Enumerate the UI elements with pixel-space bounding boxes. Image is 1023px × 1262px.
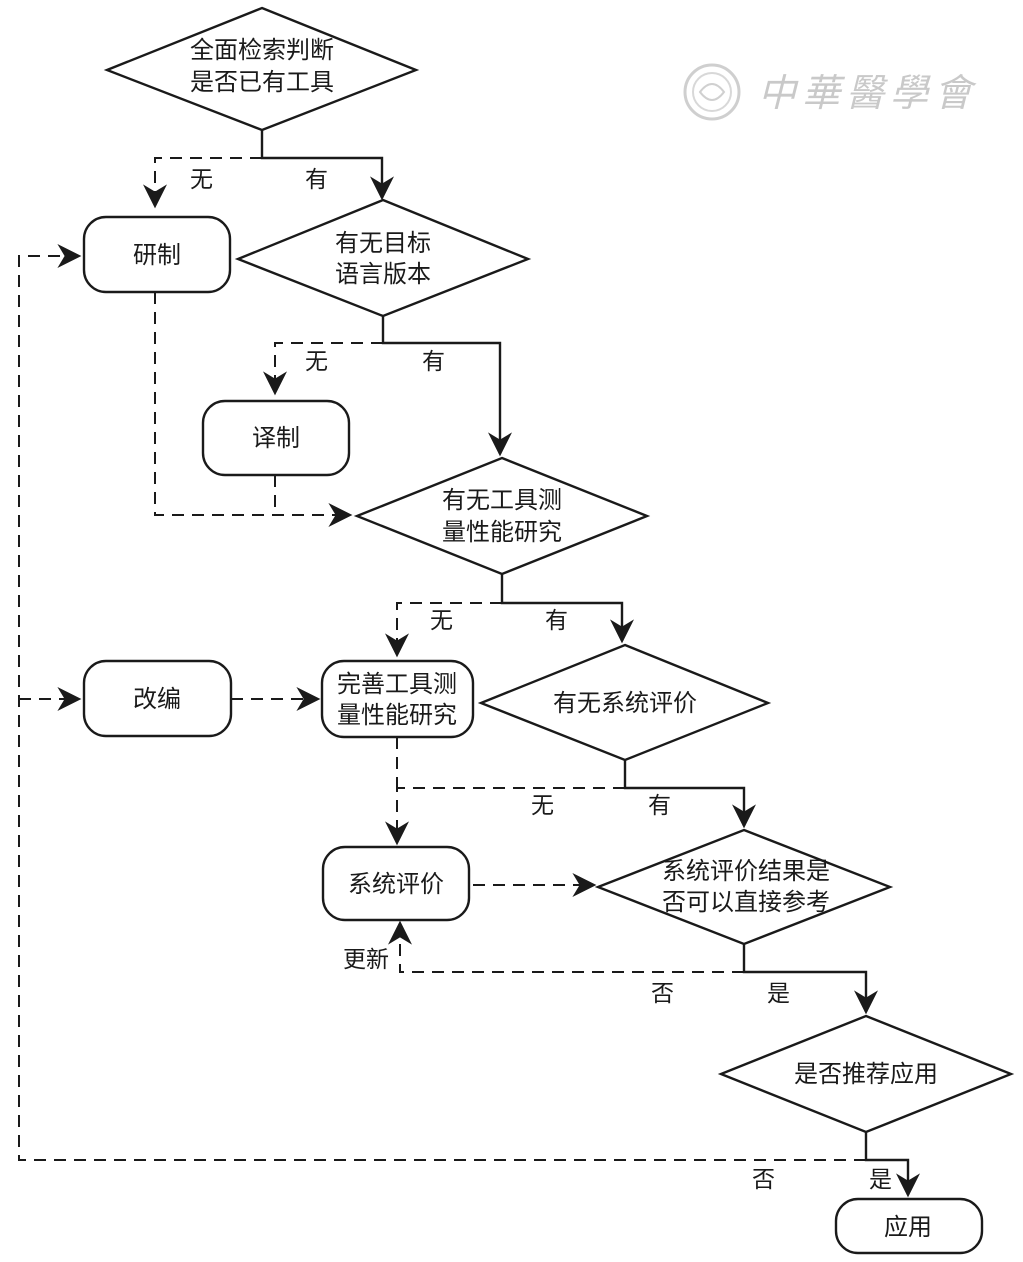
edge-label-has: 有 — [648, 793, 671, 819]
edge-label-none: 无 — [430, 608, 453, 634]
watermark-text: 中華醫學會 — [758, 71, 978, 115]
edge-label-update: 更新 — [343, 947, 389, 973]
edge-language-to-translate — [263, 342, 383, 396]
edge-label-yes: 是 — [767, 981, 790, 1007]
process-system-review-label: 系统评价 — [348, 870, 444, 898]
process-translate-label: 译制 — [252, 424, 300, 452]
decision-target-language-line1: 有无目标 — [335, 229, 431, 257]
process-develop-label: 研制 — [133, 241, 181, 269]
edge-label-no: 否 — [651, 981, 674, 1007]
process-adapt-label: 改编 — [133, 685, 181, 713]
decision-measurement-study — [353, 456, 651, 576]
edge-language-to-study — [381, 316, 512, 457]
edge-label-yes: 是 — [869, 1167, 892, 1193]
process-improve-study-line1: 完善工具测 — [337, 670, 457, 698]
terminal-apply-label: 应用 — [884, 1213, 932, 1241]
edge-result-q-to-recommend — [742, 944, 878, 1015]
decision-check-existing-line2: 是否已有工具 — [190, 68, 334, 96]
process-develop — [82, 215, 232, 294]
decision-recommend-label: 是否推荐应用 — [794, 1060, 938, 1088]
watermark-logo — [683, 63, 741, 121]
edge-develop-to-study — [154, 292, 353, 527]
terminal-apply — [834, 1197, 984, 1255]
process-adapt — [82, 659, 233, 738]
edge-label-no: 否 — [752, 1167, 775, 1193]
edge-label-none: 无 — [531, 793, 554, 819]
decision-system-review — [477, 643, 772, 762]
edge-review-q-to-review — [385, 787, 625, 846]
decision-review-result-line1: 系统评价结果是 — [662, 857, 830, 885]
edge-study-to-review-q — [500, 574, 634, 644]
edge-check-to-language — [260, 130, 394, 201]
edge-label-has: 有 — [422, 349, 445, 375]
edge-label-none: 无 — [190, 167, 213, 193]
edge-check-to-develop — [143, 157, 262, 209]
edge-result-q-update — [388, 920, 744, 973]
decision-review-result — [594, 828, 894, 946]
edge-study-to-improve — [385, 602, 502, 658]
edge-recommend-to-develop — [18, 244, 866, 1161]
decision-check-existing — [103, 6, 420, 132]
decision-measurement-study-line1: 有无工具测 — [442, 486, 562, 514]
edge-label-has: 有 — [305, 167, 328, 193]
decision-measurement-study-line2: 量性能研究 — [442, 518, 562, 546]
decision-review-result-line2: 否可以直接参考 — [662, 888, 830, 916]
edge-label-has: 有 — [545, 608, 568, 634]
process-system-review — [321, 845, 471, 922]
process-translate — [201, 399, 351, 477]
decision-check-existing-line1: 全面检索判断 — [190, 36, 334, 64]
edge-recommend-to-apply — [864, 1132, 920, 1198]
decision-target-language-line2: 语言版本 — [335, 260, 431, 288]
process-improve-study-line2: 量性能研究 — [337, 701, 457, 729]
decision-recommend — [717, 1014, 1015, 1134]
decision-system-review-label: 有无系统评价 — [553, 689, 697, 717]
edge-review-q-to-result-q — [623, 760, 756, 829]
decision-target-language — [234, 198, 532, 318]
process-improve-study — [320, 659, 475, 739]
edge-label-none: 无 — [305, 349, 328, 375]
